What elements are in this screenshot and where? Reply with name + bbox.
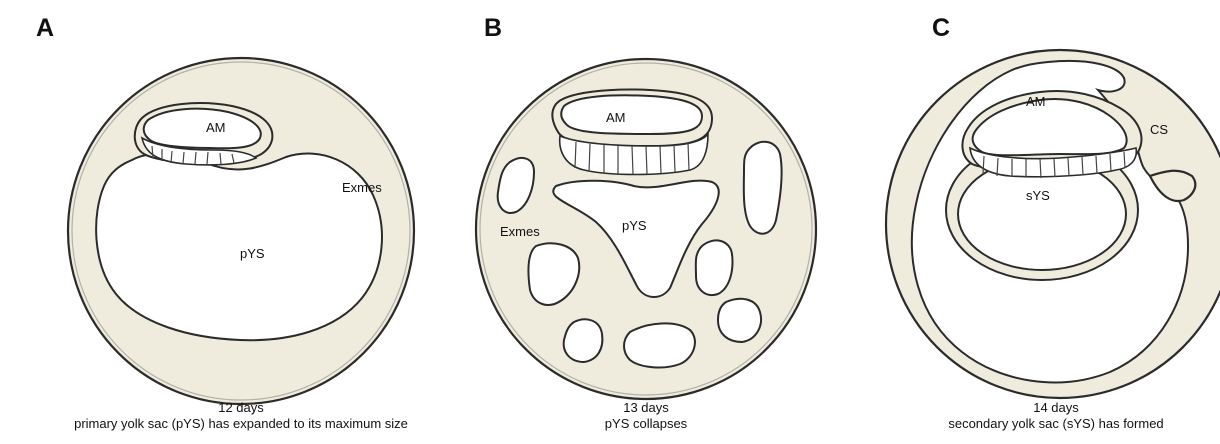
panel-c-yolk-sac-label: sYS: [1026, 188, 1050, 203]
panel-b-caption-day: 13 days: [623, 400, 669, 415]
panel-b-caption-text: pYS collapses: [605, 416, 688, 431]
panel-c-amnion-label: AM: [1026, 94, 1046, 109]
panel-a: A AM pYS Exmes 12 days primary yolk sac …: [36, 14, 414, 431]
panel-c: C AM sYS CS 14 days secondary yolk sac (…: [886, 14, 1220, 431]
panel-a-exmes-label: Exmes: [342, 180, 382, 195]
panel-a-letter: A: [36, 14, 54, 42]
panel-a-caption-text: primary yolk sac (pYS) has expanded to i…: [74, 416, 408, 431]
panel-b: B AM pYS Exmes 13 days pYS collapses: [476, 14, 816, 431]
panel-a-yolk-sac-label: pYS: [240, 246, 265, 261]
panel-c-letter: C: [932, 14, 950, 42]
panel-b-exmes-label: Exmes: [500, 224, 540, 239]
panel-a-caption-day: 12 days: [218, 400, 264, 415]
panel-c-caption-text: secondary yolk sac (sYS) has formed: [948, 416, 1163, 431]
panel-b-yolk-sac-label: pYS: [622, 218, 647, 233]
panel-b-amnion-label: AM: [606, 110, 626, 125]
panel-c-caption-day: 14 days: [1033, 400, 1079, 415]
panel-a-amnion: [135, 103, 273, 165]
panel-b-letter: B: [484, 14, 502, 42]
panel-b-amnion: [552, 90, 712, 175]
panel-c-chorionic-space-label: CS: [1150, 122, 1168, 137]
panel-a-amnion-label: AM: [206, 120, 226, 135]
